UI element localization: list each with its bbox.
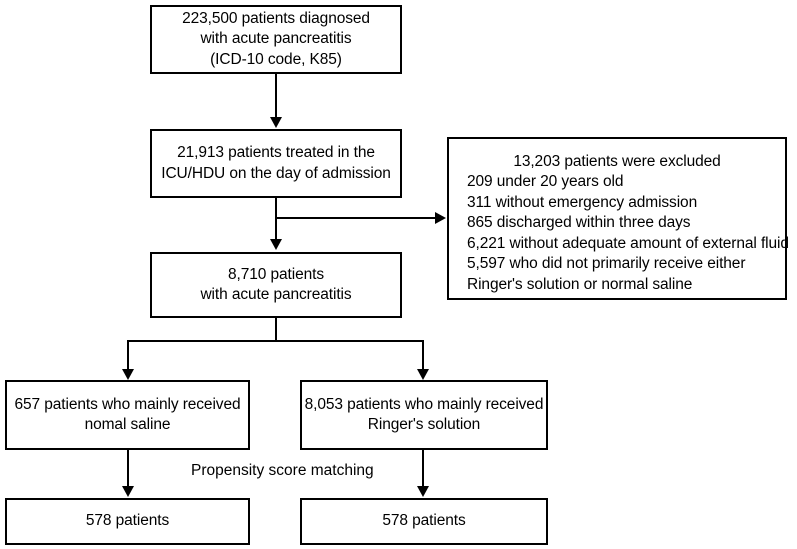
node-group-saline-line-2: nomal saline [84,416,171,433]
connector-saline-to-matched [127,450,129,487]
node-cohort-analyzed: 8,710 patients with acute pancreatitis [150,252,402,318]
node-cohort-icu-line-1: 21,913 patients treated in the [177,144,375,162]
node-matched-saline-line-1: 578 patients [85,512,170,530]
node-matched-ringer: 578 patients [300,498,548,545]
label-propensity-score-matching: Propensity score matching [191,462,374,479]
connector-icu-to-analyzed [275,198,277,240]
arrowhead-icu-to-analyzed [270,239,282,250]
node-cohort-initial-line-3: (ICD-10 code, K85) [210,50,342,68]
arrowhead-analyzed-to-saline [122,369,134,380]
arrowhead-icu-to-exclusions [435,212,446,224]
node-cohort-initial-line-2: with acute pancreatitis [200,30,352,48]
connector-analyzed-split-bar [127,340,424,342]
node-cohort-icu: 21,913 patients treated in the ICU/HDU o… [150,129,402,198]
node-exclusions-reason-1: 209 under 20 years old [467,173,624,191]
node-exclusions-heading: 13,203 patients were excluded [513,153,721,170]
node-matched-saline: 578 patients [5,498,250,545]
node-exclusions: 13,203 patients were excluded 209 under … [447,137,789,300]
node-exclusions-reason-2: 311 without emergency admission [467,193,698,211]
node-cohort-analyzed-line-1: 8,710 patients [228,265,324,283]
connector-analyzed-to-ringer [422,340,424,370]
node-exclusions-reason-4: 6,221 without adequate amount of externa… [467,234,789,252]
node-group-ringer: 8,053 patients who mainly received Ringe… [300,380,548,450]
connector-analyzed-stem [275,318,277,342]
node-cohort-initial-line-1: 223,500 patients diagnosed [182,9,370,27]
connector-initial-to-icu [275,74,277,118]
node-group-saline-line-1: 657 patients who mainly received [14,395,241,413]
node-group-ringer-line-2: Ringer's solution [367,416,481,433]
node-exclusions-reason-5: 5,597 who did not primarily receive eith… [467,255,746,273]
node-cohort-initial: 223,500 patients diagnosed with acute pa… [150,5,402,74]
connector-ringer-to-matched [422,450,424,487]
node-matched-ringer-line-1: 578 patients [382,512,466,530]
node-exclusions-reason-6: Ringer's solution or normal saline [467,275,693,293]
arrowhead-saline-to-matched [122,486,134,497]
arrowhead-initial-to-icu [270,117,282,128]
connector-analyzed-to-saline [127,340,129,370]
node-exclusions-reason-3: 865 discharged within three days [467,214,691,232]
node-group-saline: 657 patients who mainly received nomal s… [5,380,250,450]
node-cohort-analyzed-line-2: with acute pancreatitis [200,286,352,303]
arrowhead-analyzed-to-ringer [417,369,429,380]
node-group-ringer-line-1: 8,053 patients who mainly received [304,395,544,413]
arrowhead-ringer-to-matched [417,486,429,497]
connector-icu-to-exclusions [275,217,436,219]
node-cohort-icu-line-2: ICU/HDU on the day of admission [161,164,391,182]
